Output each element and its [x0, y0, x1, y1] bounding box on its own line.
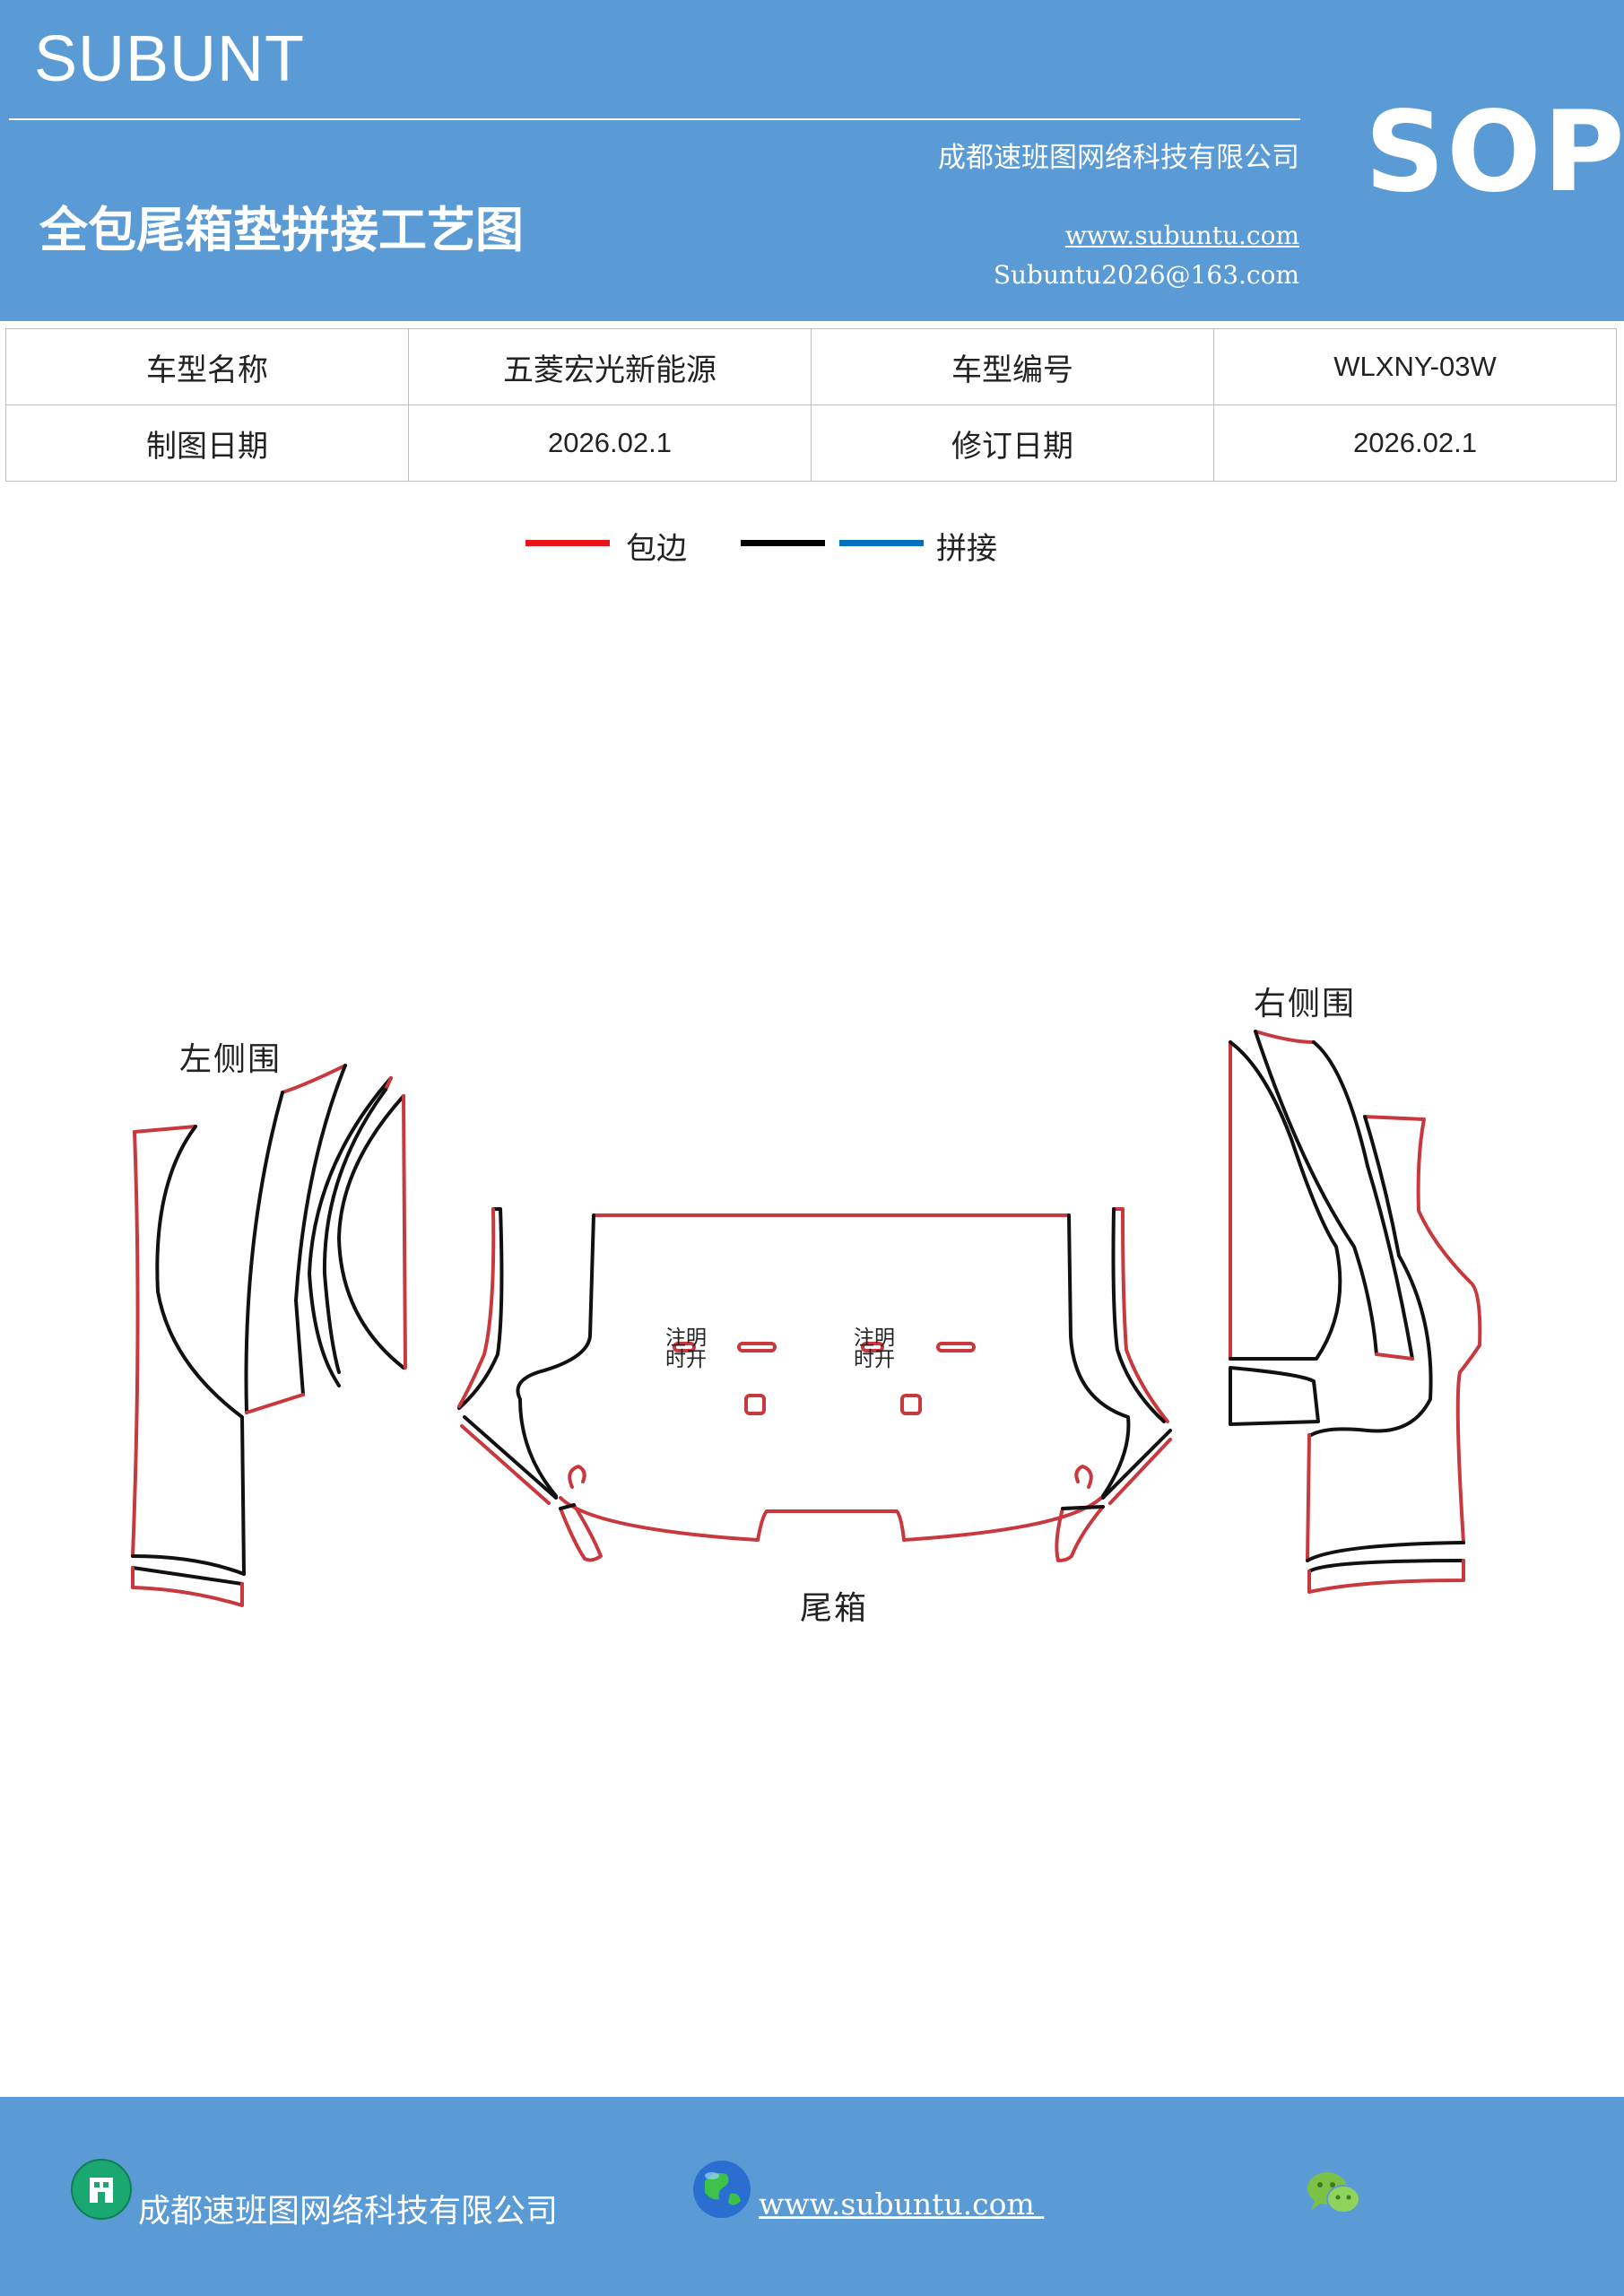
footer-website-link[interactable]: www.subuntu.com	[759, 2187, 1045, 2222]
table-row: 车型名称 五菱宏光新能源 车型编号 WLXNY-03W	[5, 328, 1617, 405]
value-cell: 2026.02.1	[1213, 404, 1617, 482]
left-side-panel	[131, 1064, 407, 1607]
value-cell: WLXNY-03W	[1213, 328, 1617, 405]
legend-swatch-edge	[525, 540, 610, 546]
header-email[interactable]: Subuntu2026@163.com	[993, 260, 1299, 290]
header-divider	[9, 118, 1300, 120]
left-panel-label: 左侧围	[179, 1041, 282, 1078]
legend-swatch-seam	[839, 540, 924, 546]
right-side-panel	[1229, 1030, 1482, 1594]
footer-banner: 成都速班图网络科技有限公司 www.subuntu.com	[0, 2097, 1624, 2296]
legend-swatch-black	[741, 540, 825, 546]
value-cell: 2026.02.1	[408, 404, 812, 482]
right-panel-label: 右侧围	[1254, 986, 1357, 1022]
label-cell: 车型编号	[811, 328, 1214, 405]
hole-note-right: 注明时开	[854, 1326, 895, 1371]
header-company-name: 成都速班图网络科技有限公司	[938, 142, 1299, 174]
legend-label-edge: 包边	[626, 531, 687, 567]
globe-icon	[693, 2161, 751, 2218]
table-row: 制图日期 2026.02.1 修订日期 2026.02.1	[5, 404, 1617, 482]
value-cell: 五菱宏光新能源	[408, 328, 812, 405]
wechat-icon[interactable]	[1304, 2167, 1363, 2219]
legend-label-seam: 拼接	[936, 531, 997, 567]
document-title: 全包尾箱垫拼接工艺图	[39, 202, 524, 258]
header-website-link[interactable]: www.subuntu.com	[1064, 221, 1299, 250]
sop-badge: SOP	[1365, 88, 1624, 217]
trunk-label: 尾箱	[800, 1590, 869, 1627]
label-cell: 修订日期	[811, 404, 1214, 482]
hole-note-left: 注明时开	[665, 1326, 707, 1371]
footer-company-name: 成都速班图网络科技有限公司	[138, 2193, 559, 2230]
header-banner: SUBUNT 成都速班图网络科技有限公司 全包尾箱垫拼接工艺图 www.subu…	[0, 0, 1624, 321]
building-icon	[71, 2159, 132, 2220]
label-cell: 制图日期	[5, 404, 409, 482]
line-legend: 包边 拼接	[0, 524, 1624, 578]
trunk-panel	[457, 1207, 1172, 1562]
vehicle-info-table: 车型名称 五菱宏光新能源 车型编号 WLXNY-03W 制图日期 2026.02…	[5, 328, 1617, 482]
brand-logo-text: SUBUNT	[34, 23, 306, 95]
label-cell: 车型名称	[5, 328, 409, 405]
